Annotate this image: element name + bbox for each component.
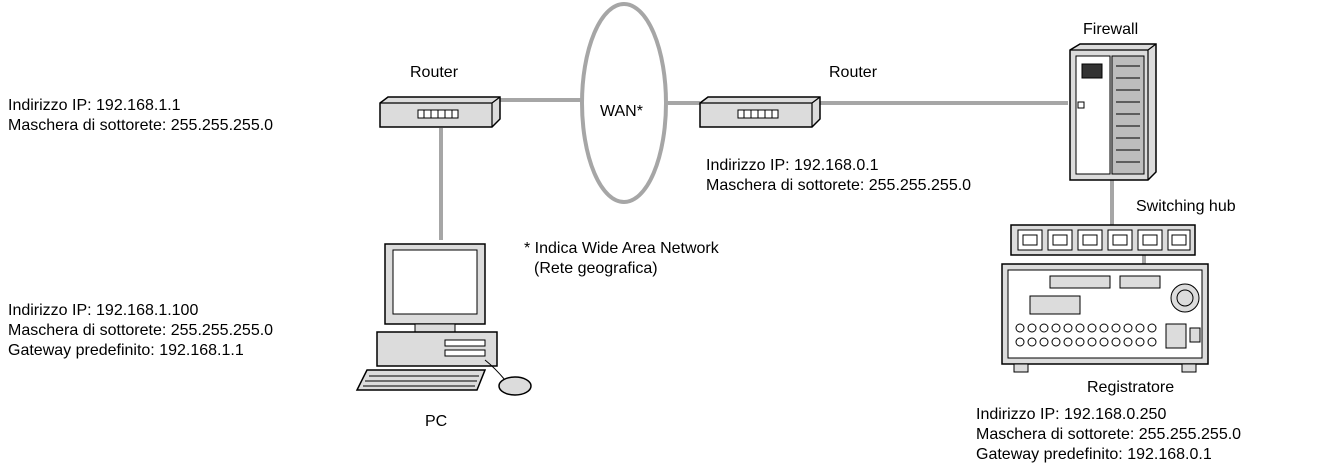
recorder-gateway: Gateway predefinito: 192.168.0.1 bbox=[976, 446, 1212, 463]
pc-label: PC bbox=[425, 413, 448, 430]
pc-ip: Indirizzo IP: 192.168.1.100 bbox=[8, 302, 199, 319]
pc-icon bbox=[355, 243, 532, 396]
recorder-mask: Maschera di sottorete: 255.255.255.0 bbox=[976, 426, 1242, 443]
recorder-icon bbox=[1001, 263, 1209, 373]
router-right-label: Router bbox=[829, 64, 878, 81]
pc-mask: Maschera di sottorete: 255.255.255.0 bbox=[8, 322, 274, 339]
firewall-label: Firewall bbox=[1083, 21, 1139, 38]
wan-label: WAN* bbox=[600, 103, 643, 120]
wan-note-line1: * Indica Wide Area Network bbox=[524, 240, 719, 257]
router-left-ip: Indirizzo IP: 192.168.1.1 bbox=[8, 97, 181, 114]
recorder-ip: Indirizzo IP: 192.168.0.250 bbox=[976, 406, 1167, 423]
wan-cloud bbox=[580, 2, 668, 204]
router-left-label: Router bbox=[410, 64, 459, 81]
router-left-mask: Maschera di sottorete: 255.255.255.0 bbox=[8, 117, 274, 134]
wan-note-line2: (Rete geografica) bbox=[534, 260, 658, 277]
pc-gateway: Gateway predefinito: 192.168.1.1 bbox=[8, 342, 244, 359]
switching-hub-label: Switching hub bbox=[1136, 198, 1236, 215]
router-right-mask: Maschera di sottorete: 255.255.255.0 bbox=[706, 177, 972, 194]
router-right-icon bbox=[699, 96, 821, 128]
recorder-label: Registratore bbox=[1087, 379, 1175, 396]
router-right-ip: Indirizzo IP: 192.168.0.1 bbox=[706, 157, 879, 174]
router-left-icon bbox=[379, 96, 501, 128]
switching-hub-icon bbox=[1010, 224, 1196, 256]
firewall-icon bbox=[1069, 43, 1157, 181]
